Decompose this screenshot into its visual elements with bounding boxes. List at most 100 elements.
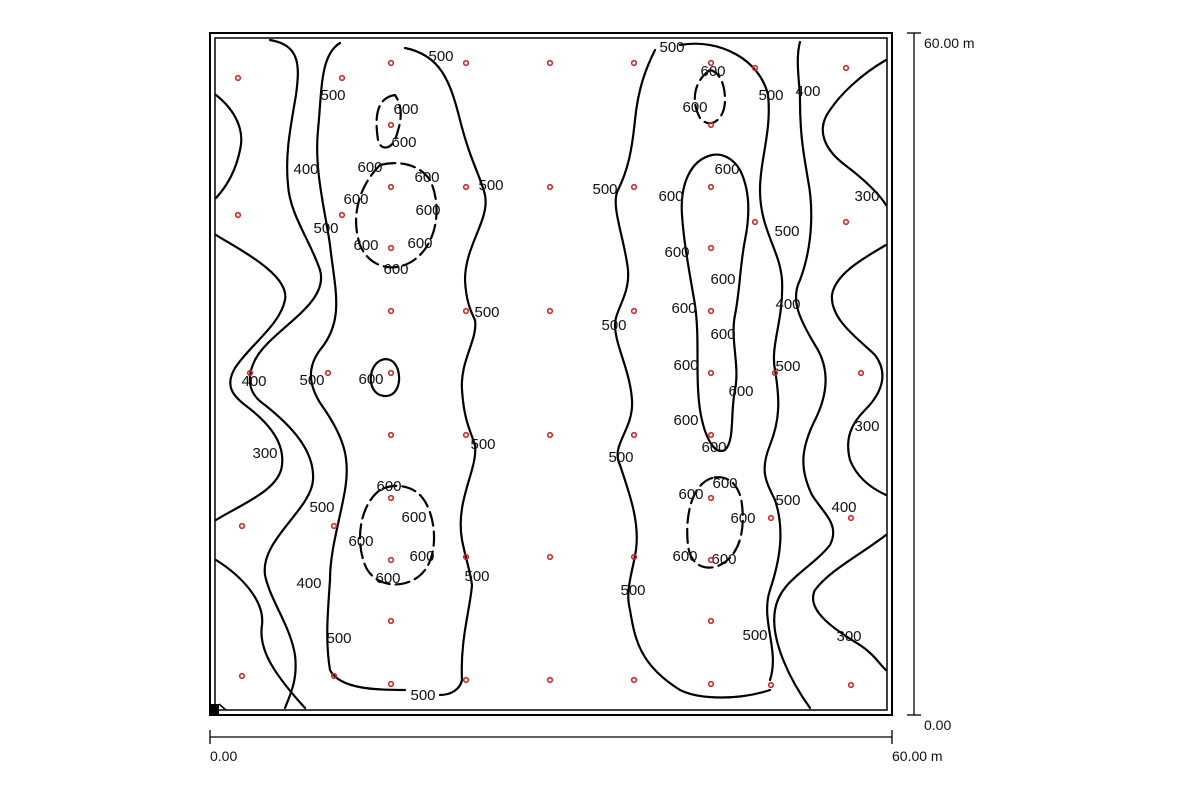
contour-label-600: 600	[700, 63, 725, 80]
contour-300-left-top	[214, 93, 243, 200]
contour-label-600: 600	[401, 509, 426, 526]
contour-label-500: 500	[659, 39, 684, 56]
contour-label-300: 300	[854, 418, 879, 435]
contour-label-600: 600	[407, 235, 432, 252]
contour-label-500: 500	[299, 372, 324, 389]
red-circle-icon	[387, 556, 395, 564]
red-circle-icon	[546, 676, 554, 684]
height-label: 60.00 m	[924, 35, 975, 51]
contour-600-left-4	[358, 484, 436, 586]
red-circle-icon	[546, 553, 554, 561]
contour-300-left-bottom	[214, 558, 307, 710]
contour-label-400: 400	[293, 161, 318, 178]
contour-label-300: 300	[854, 188, 879, 205]
contour-label-600: 600	[353, 237, 378, 254]
x-origin-label: 0.00	[210, 748, 237, 764]
contour-label-500: 500	[620, 582, 645, 599]
red-circle-icon	[546, 431, 554, 439]
contour-label-600: 600	[664, 244, 689, 261]
contour-label-500: 500	[774, 223, 799, 240]
contour-label-600: 600	[393, 101, 418, 118]
contour-label-600: 600	[414, 169, 439, 186]
vertical-dimension: 60.00 m 0.00	[907, 32, 975, 733]
red-circle-icon	[238, 672, 246, 680]
red-circle-icon	[387, 494, 395, 502]
red-circle-icon	[707, 494, 715, 502]
contour-label-600: 600	[348, 533, 373, 550]
red-circle-icon	[630, 553, 638, 561]
red-circle-icon	[630, 59, 638, 67]
contour-label-400: 400	[795, 83, 820, 100]
red-circle-icon	[847, 681, 855, 689]
red-circle-icon	[387, 617, 395, 625]
red-circle-icon	[707, 431, 715, 439]
contour-label-400: 400	[296, 575, 321, 592]
red-circle-icon	[387, 307, 395, 315]
red-circle-icon	[707, 307, 715, 315]
contour-label-600: 600	[678, 486, 703, 503]
contour-400-right	[773, 40, 835, 710]
contour-label-300: 300	[836, 628, 861, 645]
contour-500-mid-right	[613, 48, 772, 699]
room-inner-border	[214, 37, 888, 711]
contour-300-left-mid	[214, 233, 287, 522]
red-circle-icon	[387, 369, 395, 377]
contour-label-600: 600	[673, 357, 698, 374]
red-circle-icon	[842, 64, 850, 72]
origin-marker-tick	[218, 703, 227, 711]
red-circle-icon	[462, 183, 470, 191]
red-circle-icon	[767, 514, 775, 522]
red-circle-icon	[546, 307, 554, 315]
contour-label-600: 600	[730, 510, 755, 527]
contour-label-600: 600	[712, 475, 737, 492]
red-circle-icon	[330, 672, 338, 680]
contour-500-mid-left	[403, 46, 487, 697]
red-circle-icon	[462, 553, 470, 561]
contour-label-500: 500	[775, 358, 800, 375]
contour-label-600: 600	[701, 439, 726, 456]
contour-label-600: 600	[710, 326, 735, 343]
red-circle-icon	[630, 431, 638, 439]
contour-label-600: 600	[357, 159, 382, 176]
red-circle-icon	[630, 307, 638, 315]
contour-label-600: 600	[728, 383, 753, 400]
contour-label-500: 500	[313, 220, 338, 237]
contour-label-600: 600	[375, 570, 400, 587]
contour-300-right-top	[821, 58, 888, 207]
contour-label-600: 600	[711, 551, 736, 568]
contour-label-600: 600	[714, 161, 739, 178]
contour-label-500: 500	[592, 181, 617, 198]
contour-600-left-1	[375, 93, 402, 149]
contour-label-500: 500	[320, 87, 345, 104]
red-circle-icon	[751, 64, 759, 72]
contour-600-left-3	[369, 358, 401, 398]
red-circle-icon	[387, 183, 395, 191]
red-circle-icon	[771, 369, 779, 377]
contour-600-right-2	[680, 153, 750, 453]
contour-label-500: 500	[478, 177, 503, 194]
red-circle-icon	[387, 59, 395, 67]
red-circle-icon	[338, 211, 346, 219]
contour-600-right-3	[686, 476, 744, 569]
contour-label-500: 500	[326, 630, 351, 647]
contour-label-500: 500	[309, 499, 334, 516]
red-circle-icon	[234, 74, 242, 82]
red-circle-icon	[707, 183, 715, 191]
red-circle-icon	[387, 431, 395, 439]
contour-400-left	[248, 38, 323, 710]
red-circle-icon	[462, 59, 470, 67]
contour-label-500: 500	[464, 568, 489, 585]
contour-label-400: 400	[831, 499, 856, 516]
black-square-icon	[209, 704, 219, 714]
contour-label-600: 600	[673, 412, 698, 429]
red-circle-icon	[238, 522, 246, 530]
red-circle-icon	[707, 244, 715, 252]
red-circle-icon	[751, 218, 759, 226]
red-circle-icon	[707, 556, 715, 564]
red-circle-icon	[387, 244, 395, 252]
contour-label-600: 600	[409, 548, 434, 565]
red-circle-icon	[707, 369, 715, 377]
contour-labels: 500 500 600 500 600 600 500 400 600 400 …	[241, 39, 879, 704]
